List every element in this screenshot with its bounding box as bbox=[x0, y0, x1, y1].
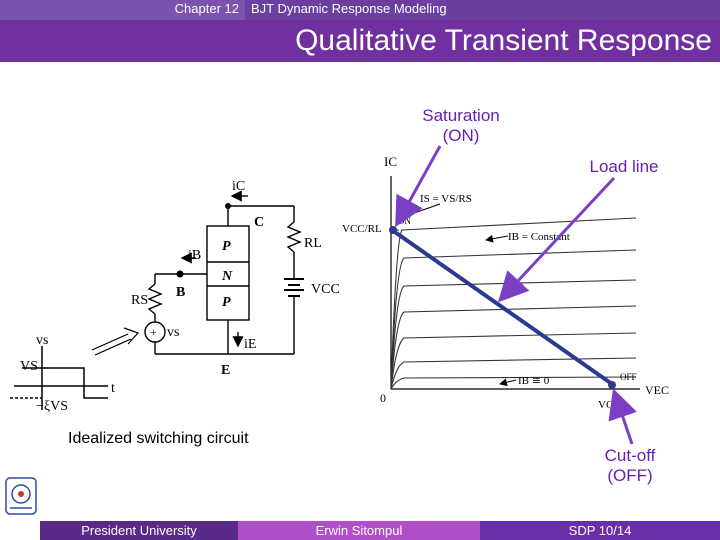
time-label: t bbox=[111, 381, 115, 396]
vcc-rl-label: VCC/RL bbox=[342, 223, 382, 235]
annotation-arrows bbox=[395, 145, 637, 445]
output-characteristics bbox=[389, 176, 640, 390]
vcc-label: VCC bbox=[311, 282, 340, 297]
ic-axis-label: IC bbox=[384, 154, 397, 169]
vs-high-label: VS bbox=[20, 359, 38, 374]
saturation-line2: (ON) bbox=[442, 126, 480, 145]
title-bar bbox=[0, 20, 720, 62]
is-equation: IS = VS/RS bbox=[420, 193, 472, 205]
rs-label: RS bbox=[131, 293, 148, 308]
slide-title: Qualitative Transient Response bbox=[295, 24, 712, 57]
base-label: B bbox=[176, 285, 185, 300]
circuit-caption: Idealized switching circuit bbox=[68, 430, 249, 447]
svg-text:+: + bbox=[150, 325, 157, 339]
cutoff-label: Cut-off (OFF) bbox=[585, 446, 675, 486]
collector-label: C bbox=[254, 215, 264, 230]
university-logo bbox=[5, 477, 37, 515]
bjt-circuit bbox=[144, 190, 304, 355]
chapter-label: Chapter 12 bbox=[0, 0, 245, 20]
footer-right: SDP 10/14 bbox=[480, 521, 720, 540]
ie-label: iE bbox=[244, 337, 256, 352]
ib-zero-label: IB ≅ 0 bbox=[518, 375, 550, 387]
footer-center: Erwin Sitompul bbox=[238, 521, 480, 540]
input-waveform bbox=[10, 346, 108, 410]
off-point-label: OFF bbox=[620, 372, 637, 382]
saturation-line1: Saturation bbox=[422, 106, 500, 125]
source-arrow bbox=[91, 327, 140, 356]
saturation-label: Saturation (ON) bbox=[406, 106, 516, 146]
vs-waveform-label: vs bbox=[36, 333, 48, 348]
subject-label: BJT Dynamic Response Modeling bbox=[251, 1, 447, 16]
n-region: N bbox=[221, 269, 233, 284]
footer-left: President University bbox=[40, 521, 238, 540]
cutoff-line1: Cut-off bbox=[604, 446, 656, 465]
p-region-top: P bbox=[222, 239, 231, 254]
vs-low-label: −ξVS bbox=[36, 399, 68, 414]
emitter-label: E bbox=[221, 363, 230, 378]
vs-source-label: vs bbox=[167, 325, 179, 340]
ic-label: iC bbox=[232, 179, 245, 194]
cutoff-line2: (OFF) bbox=[607, 466, 653, 485]
load-line bbox=[390, 228, 614, 386]
ib-label: iB bbox=[188, 248, 201, 263]
load-line-label: Load line bbox=[589, 157, 659, 176]
rl-label: RL bbox=[304, 236, 322, 251]
p-region-bottom: P bbox=[222, 295, 231, 310]
origin-label: 0 bbox=[380, 391, 386, 405]
vec-axis-label: VEC bbox=[645, 383, 669, 397]
